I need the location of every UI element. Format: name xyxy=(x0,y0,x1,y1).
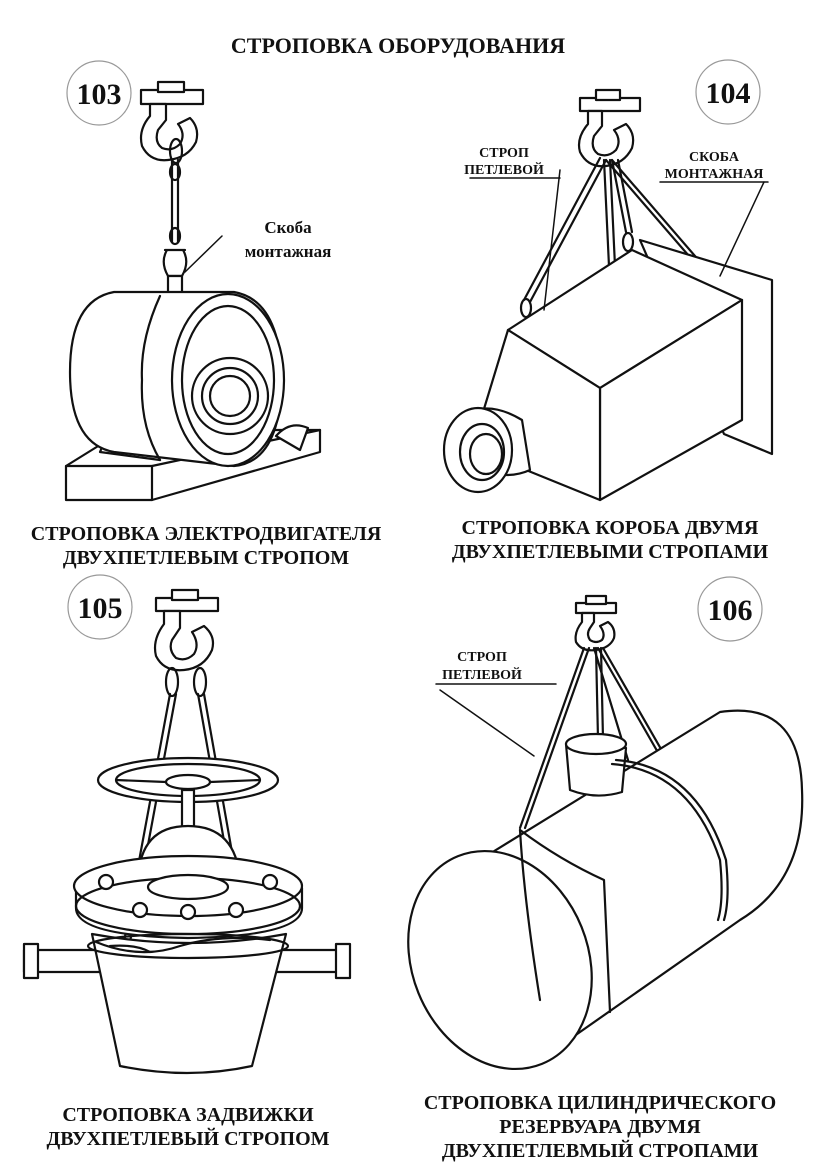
label-leader-line xyxy=(184,235,223,273)
caption-line-1: СТРОПОВКА ЭЛЕКТРОДВИГАТЕЛЯ xyxy=(31,523,382,545)
figure-number-badge: 105 xyxy=(67,574,133,640)
caption-line-2: ДВУХПЕТЛЕВЫМ СТРОПОМ xyxy=(63,547,349,569)
figure-number: 103 xyxy=(77,78,122,111)
figure-number: 104 xyxy=(706,77,751,110)
caption-line-3: ДВУХПЕТЛЕВМЫЙ СТРОПАМИ xyxy=(442,1139,759,1162)
electric-motor-icon xyxy=(64,290,322,502)
figure-number-badge: 106 xyxy=(697,576,763,642)
crane-hook-icon xyxy=(577,88,642,168)
crane-hook-icon xyxy=(153,588,220,672)
caption-line-2: ДВУХПЕТЛЕВЫЙ СТРОПОМ xyxy=(46,1127,329,1150)
figure-caption: СТРОПОВКА ЭЛЕКТРОДВИГАТЕЛЯ ДВУХПЕТЛЕВЫМ … xyxy=(31,523,382,569)
figure-106: 106 xyxy=(407,576,804,1162)
sling-double-loop xyxy=(168,158,182,246)
sling-label: СТРОП ПЕТЛЕВОЙ xyxy=(464,146,561,179)
label-line-2: МОНТАЖНАЯ xyxy=(665,167,764,182)
label-line-2: ПЕТЛЕВОЙ xyxy=(464,161,544,178)
shackle-label: Скоба монтажная xyxy=(245,218,332,261)
label-line-1: СТРОП xyxy=(479,146,529,161)
duct-box-icon xyxy=(442,238,774,502)
crane-hook-icon xyxy=(574,594,618,652)
mounting-shackle-icon xyxy=(162,248,188,300)
figure-103: 103 Скоба монтажная xyxy=(31,60,382,569)
label-line-2: ПЕТЛЕВОЙ xyxy=(442,666,522,683)
crane-hook-icon xyxy=(139,80,205,165)
handwheel-icon xyxy=(96,756,280,804)
label-line-1: Скоба xyxy=(264,218,312,237)
page-title: СТРОПОВКА ОБОРУДОВАНИЯ xyxy=(231,33,565,58)
figure-104: 104 xyxy=(442,59,774,563)
caption-line-1: СТРОПОВКА ЦИЛИНДРИЧЕСКОГО xyxy=(424,1092,776,1114)
label-leader-line xyxy=(439,689,535,757)
caption-line-2: ДВУХПЕТЛЕВЫМИ СТРОПАМИ xyxy=(452,541,769,563)
caption-line-1: СТРОПОВКА КОРОБА ДВУМЯ xyxy=(462,517,759,539)
gate-valve-body-icon xyxy=(22,854,352,1075)
figure-caption: СТРОПОВКА ЦИЛИНДРИЧЕСКОГО РЕЗЕРВУАРА ДВУ… xyxy=(424,1092,776,1162)
figure-caption: СТРОПОВКА ЗАДВИЖКИ ДВУХПЕТЛЕВЫЙ СТРОПОМ xyxy=(46,1104,329,1150)
figure-number-badge: 103 xyxy=(66,60,132,126)
figure-caption: СТРОПОВКА КОРОБА ДВУМЯ ДВУХПЕТЛЕВЫМИ СТР… xyxy=(452,517,769,563)
label-leader-line xyxy=(543,169,561,311)
shackle-label: СКОБА МОНТАЖНАЯ xyxy=(659,150,769,183)
label-line-2: монтажная xyxy=(245,242,332,261)
sling-label: СТРОП ПЕТЛЕВОЙ xyxy=(435,650,557,685)
caption-line-2: РЕЗЕРВУАРА ДВУМЯ xyxy=(499,1116,701,1138)
figure-number: 106 xyxy=(708,594,753,627)
cylindrical-tank-icon xyxy=(407,709,804,1071)
figure-105: 105 xyxy=(22,574,352,1150)
label-line-1: СКОБА xyxy=(689,150,740,165)
caption-line-1: СТРОПОВКА ЗАДВИЖКИ xyxy=(62,1104,314,1126)
label-leader-line xyxy=(719,181,765,277)
label-line-1: СТРОП xyxy=(457,650,507,665)
figure-number: 105 xyxy=(78,592,123,625)
figure-number-badge: 104 xyxy=(695,59,761,125)
